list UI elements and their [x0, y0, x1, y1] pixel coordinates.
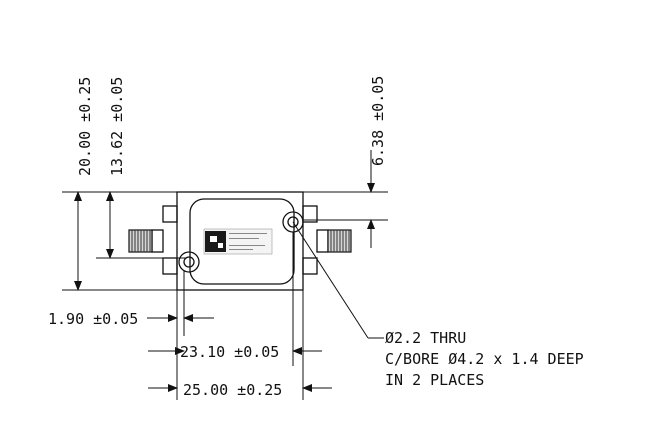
dim-height-total-text: 20.00 ±0.25	[76, 77, 94, 176]
dim-hole-offset-text: 6.38 ±0.05	[369, 76, 387, 166]
hole-note-line2: C/BORE Ø4.2 x 1.4 DEEP	[385, 350, 584, 368]
dim-hole-offset: 6.38 ±0.05	[303, 76, 388, 248]
mounting-tabs	[162, 205, 318, 275]
dim-height-connector: 13.62 ±0.05	[96, 77, 187, 259]
hole-note-line1: Ø2.2 THRU	[385, 329, 466, 347]
dim-height-total: 20.00 ±0.25	[62, 77, 177, 291]
right-connector	[316, 229, 352, 253]
dim-hole-edge-text: 1.90 ±0.05	[48, 310, 138, 328]
dim-width-total: 25.00 ±0.25	[148, 290, 332, 400]
dim-hole-spacing-text: 23.10 ±0.05	[180, 343, 279, 361]
dim-height-connector-text: 13.62 ±0.05	[108, 77, 126, 176]
dim-hole-spacing: 23.10 ±0.05	[148, 232, 322, 366]
dim-hole-edge: 1.90 ±0.05	[48, 270, 214, 400]
hole-note-line3: IN 2 PLACES	[385, 371, 484, 389]
left-connector	[128, 229, 164, 253]
product-label	[203, 228, 273, 255]
housing	[176, 191, 304, 291]
dim-width-total-text: 25.00 ±0.25	[183, 381, 282, 399]
hole-note-leader	[292, 221, 384, 339]
mounting-hole-left	[178, 251, 200, 273]
hole-note: Ø2.2 THRU C/BORE Ø4.2 x 1.4 DEEP IN 2 PL…	[385, 329, 584, 389]
